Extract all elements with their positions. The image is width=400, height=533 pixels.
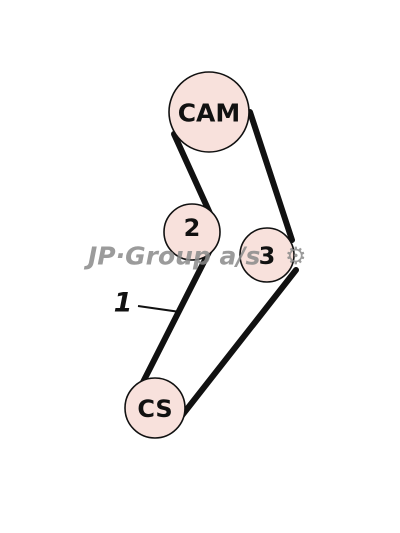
belt-callout-label: 1 <box>114 288 133 319</box>
idler-pulley-2-circle <box>163 203 221 261</box>
belt-segment-crank-to-idler-3 <box>177 267 299 421</box>
belt-segment-idler-3-to-cam <box>247 109 295 243</box>
belt-callout-line <box>137 305 181 313</box>
idler-pulley-3-circle <box>239 227 295 283</box>
crankshaft-pulley-label: CS <box>137 395 172 423</box>
idler-pulley-2: 2 <box>163 203 221 261</box>
belt-segment-idler-2-to-crank <box>135 247 213 395</box>
crankshaft-pulley-circle <box>124 377 186 439</box>
cam-pulley-label: CAM <box>178 99 241 128</box>
watermark-text: JP·Group a/s <box>83 242 260 271</box>
idler-pulley-2-label: 2 <box>184 214 201 242</box>
cam-pulley-circle <box>168 71 250 153</box>
crankshaft-pulley: CS <box>124 377 186 439</box>
cam-pulley: CAM <box>168 71 250 153</box>
idler-pulley-3-label: 3 <box>259 242 276 270</box>
belt-segment-cam-to-idler-2 <box>171 131 216 223</box>
idler-pulley-3: 3 <box>239 227 295 283</box>
watermark-logo-icon: ⚙ <box>285 242 307 270</box>
